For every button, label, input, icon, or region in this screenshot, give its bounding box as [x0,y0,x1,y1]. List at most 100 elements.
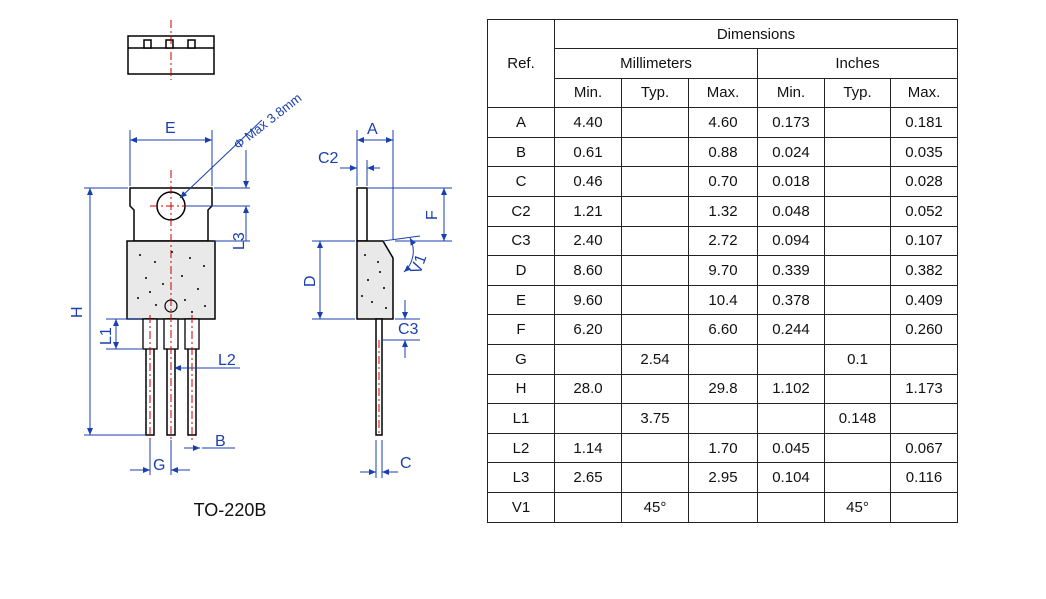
group-header-mm: Millimeters [554,48,758,79]
label-a: A [367,121,378,138]
value-cell: 0.244 [757,314,825,345]
value-cell [890,403,958,434]
value-cell [621,314,689,345]
value-cell: 0.1 [824,343,891,375]
sub-header: Typ. [621,77,689,109]
value-cell [621,225,689,257]
value-cell [554,343,622,375]
dimensions-table: Ref. Dimensions Millimeters Inches Min. … [487,18,958,523]
value-cell [688,403,758,434]
value-cell [824,225,891,257]
ref-cell: L3 [487,462,555,493]
value-cell: 6.20 [554,314,622,345]
ref-cell: H [487,373,555,405]
ref-cell: C2 [487,195,555,227]
front-dimensions [84,119,263,475]
value-cell: 4.40 [554,107,622,138]
value-cell [621,462,689,493]
value-cell: 1.32 [688,195,758,227]
label-d: D [302,275,319,287]
label-e: E [165,120,176,137]
value-cell: 45° [621,491,689,523]
label-l3: L3 [231,232,248,250]
value-cell [824,136,891,168]
value-cell [824,195,891,227]
value-cell: 0.024 [757,136,825,168]
ref-cell: C3 [487,225,555,257]
package-drawing: E H L1 L2 L3 B G Φ Max 3.8mm A C2 F D C3… [69,20,452,478]
value-cell: 45° [824,491,891,523]
value-cell [824,462,891,493]
value-cell: 1.14 [554,432,622,464]
front-view [126,170,216,440]
value-cell: 0.339 [757,255,825,286]
value-cell: 0.067 [890,432,958,464]
value-cell [890,343,958,375]
value-cell: 0.70 [688,166,758,197]
value-cell [757,343,825,375]
value-cell [757,403,825,434]
label-h: H [69,306,86,318]
value-cell [621,136,689,168]
value-cell [621,432,689,464]
value-cell: 0.052 [890,195,958,227]
value-cell: 0.035 [890,136,958,168]
top-view [127,20,215,80]
value-cell: 1.173 [890,373,958,405]
value-cell: 0.045 [757,432,825,464]
value-cell: 8.60 [554,255,622,286]
side-view [356,187,394,436]
package-name: TO-220B [193,500,267,520]
label-c3: C3 [398,321,419,338]
label-hole: Φ Max 3.8mm [231,90,305,152]
value-cell: 6.60 [688,314,758,345]
value-cell: 1.102 [757,373,825,405]
table-row: L1 3.75 0.148 [487,403,958,434]
ref-cell: D [487,255,555,286]
label-f: F [424,210,441,220]
label-c2: C2 [318,150,339,167]
value-cell: 0.094 [757,225,825,257]
value-cell [554,491,622,523]
value-cell: 0.107 [890,225,958,257]
value-cell [824,432,891,464]
ref-cell: B [487,136,555,168]
value-cell: 4.60 [688,107,758,138]
value-cell [824,314,891,345]
value-cell: 29.8 [688,373,758,405]
value-cell: 2.72 [688,225,758,257]
value-cell: 0.378 [757,284,825,316]
value-cell: 9.60 [554,284,622,316]
value-cell: 3.75 [621,403,689,434]
value-cell: 28.0 [554,373,622,405]
value-cell: 10.4 [688,284,758,316]
ref-cell: V1 [487,491,555,523]
value-cell: 0.61 [554,136,622,168]
value-cell [554,403,622,434]
label-v1: V1 [408,252,431,276]
ref-cell: L1 [487,403,555,434]
value-cell: 1.21 [554,195,622,227]
value-cell: 0.104 [757,462,825,493]
ref-cell: L2 [487,432,555,464]
value-cell [757,491,825,523]
sub-header: Max. [688,77,758,109]
value-cell: 0.028 [890,166,958,197]
value-cell: 0.88 [688,136,758,168]
value-cell: 0.181 [890,107,958,138]
value-cell: 0.46 [554,166,622,197]
ref-cell: E [487,284,555,316]
value-cell: 0.116 [890,462,958,493]
value-cell: 0.148 [824,403,891,434]
